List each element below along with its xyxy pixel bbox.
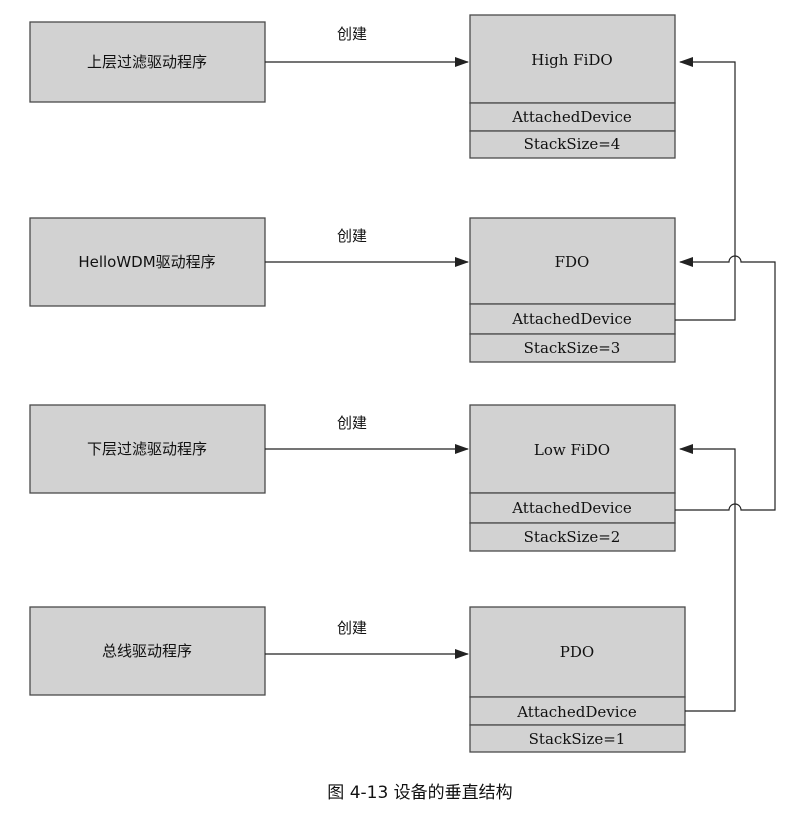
device-box-fdo: FDO AttachedDevice StackSize=3 bbox=[469, 217, 676, 363]
create-arrow-1: 创建 bbox=[265, 25, 469, 67]
create-arrow-3: 创建 bbox=[265, 414, 469, 454]
device-box-low-fido: Low FiDO AttachedDevice StackSize=2 bbox=[469, 404, 676, 552]
create-label: 创建 bbox=[337, 227, 367, 245]
device-name: PDO bbox=[560, 643, 594, 661]
figure-caption: 图 4-13 设备的垂直结构 bbox=[327, 783, 512, 803]
create-label: 创建 bbox=[337, 414, 367, 432]
attached-link-pdo-to-low-fido bbox=[679, 444, 736, 712]
device-field-stacksize: StackSize=2 bbox=[524, 528, 621, 546]
driver-box-hellowdm: HelloWDM驱动程序 bbox=[29, 217, 266, 307]
driver-label-lower-filter: 下层过滤驱动程序 bbox=[87, 440, 207, 458]
driver-box-bus: 总线驱动程序 bbox=[29, 606, 266, 696]
create-label: 创建 bbox=[337, 25, 367, 43]
device-field-attached: AttachedDevice bbox=[511, 108, 632, 126]
create-arrow-2: 创建 bbox=[265, 227, 469, 267]
device-field-stacksize: StackSize=1 bbox=[529, 730, 626, 748]
device-field-stacksize: StackSize=3 bbox=[524, 339, 621, 357]
device-box-pdo: PDO AttachedDevice StackSize=1 bbox=[469, 606, 686, 753]
create-label: 创建 bbox=[337, 619, 367, 637]
attached-link-fdo-to-high-fido bbox=[675, 57, 736, 321]
device-name: FDO bbox=[555, 253, 590, 271]
device-box-high-fido: High FiDO AttachedDevice StackSize=4 bbox=[469, 14, 676, 159]
driver-box-upper-filter: 上层过滤驱动程序 bbox=[29, 21, 266, 103]
create-arrow-4: 创建 bbox=[265, 619, 469, 659]
device-field-attached: AttachedDevice bbox=[511, 499, 632, 517]
driver-label-upper-filter: 上层过滤驱动程序 bbox=[87, 53, 207, 71]
attached-link-low-fido-to-fdo bbox=[675, 255, 776, 511]
driver-box-lower-filter: 下层过滤驱动程序 bbox=[29, 404, 266, 494]
device-name: Low FiDO bbox=[534, 441, 610, 459]
device-field-attached: AttachedDevice bbox=[511, 310, 632, 328]
device-name: High FiDO bbox=[531, 51, 612, 69]
driver-label-hellowdm: HelloWDM驱动程序 bbox=[78, 253, 215, 271]
device-field-attached: AttachedDevice bbox=[516, 703, 637, 721]
driver-label-bus: 总线驱动程序 bbox=[102, 642, 192, 660]
device-field-stacksize: StackSize=4 bbox=[524, 135, 621, 153]
